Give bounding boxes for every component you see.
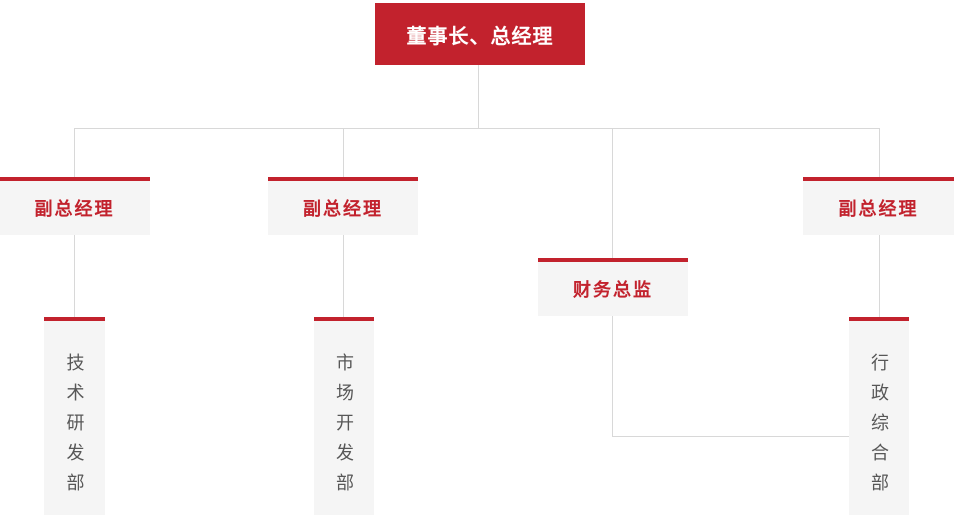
connector-drop-deputy-2 — [343, 129, 344, 177]
connector-deputy1-to-dept — [74, 235, 75, 317]
connector-drop-cfo — [612, 129, 613, 258]
org-node-deputy-gm-3-label: 副总经理 — [838, 199, 919, 219]
org-node-deputy-gm-1-label: 副总经理 — [34, 199, 115, 219]
connector-main-horizontal — [74, 128, 880, 129]
connector-deputy3-to-dept — [879, 235, 880, 317]
connector-cfo-elbow-horizontal — [612, 436, 850, 437]
connector-drop-deputy-3 — [879, 129, 880, 177]
org-node-chairman-gm-label: 董事长、总经理 — [406, 25, 554, 48]
org-node-chairman-gm: 董事长、总经理 — [375, 3, 585, 65]
org-node-admin-general-dept: 行政综合部 — [849, 317, 909, 515]
org-node-market-dev-dept-label: 市场开发部 — [334, 353, 354, 503]
org-node-tech-rd-dept-label: 技术研发部 — [64, 353, 85, 503]
connector-cfo-elbow-vertical — [612, 316, 613, 436]
org-node-deputy-gm-1: 副总经理 — [0, 177, 150, 235]
connector-drop-deputy-1 — [74, 129, 75, 177]
org-node-tech-rd-dept: 技术研发部 — [44, 317, 105, 515]
org-node-admin-general-dept-label: 行政综合部 — [869, 353, 889, 503]
org-node-deputy-gm-2-label: 副总经理 — [303, 199, 383, 219]
org-node-cfo: 财务总监 — [538, 258, 688, 316]
org-node-cfo-label: 财务总监 — [573, 280, 653, 300]
connector-deputy2-to-dept — [343, 235, 344, 317]
org-node-deputy-gm-3: 副总经理 — [803, 177, 954, 235]
org-node-market-dev-dept: 市场开发部 — [314, 317, 374, 515]
org-node-deputy-gm-2: 副总经理 — [268, 177, 418, 235]
connector-root-drop — [478, 65, 479, 128]
